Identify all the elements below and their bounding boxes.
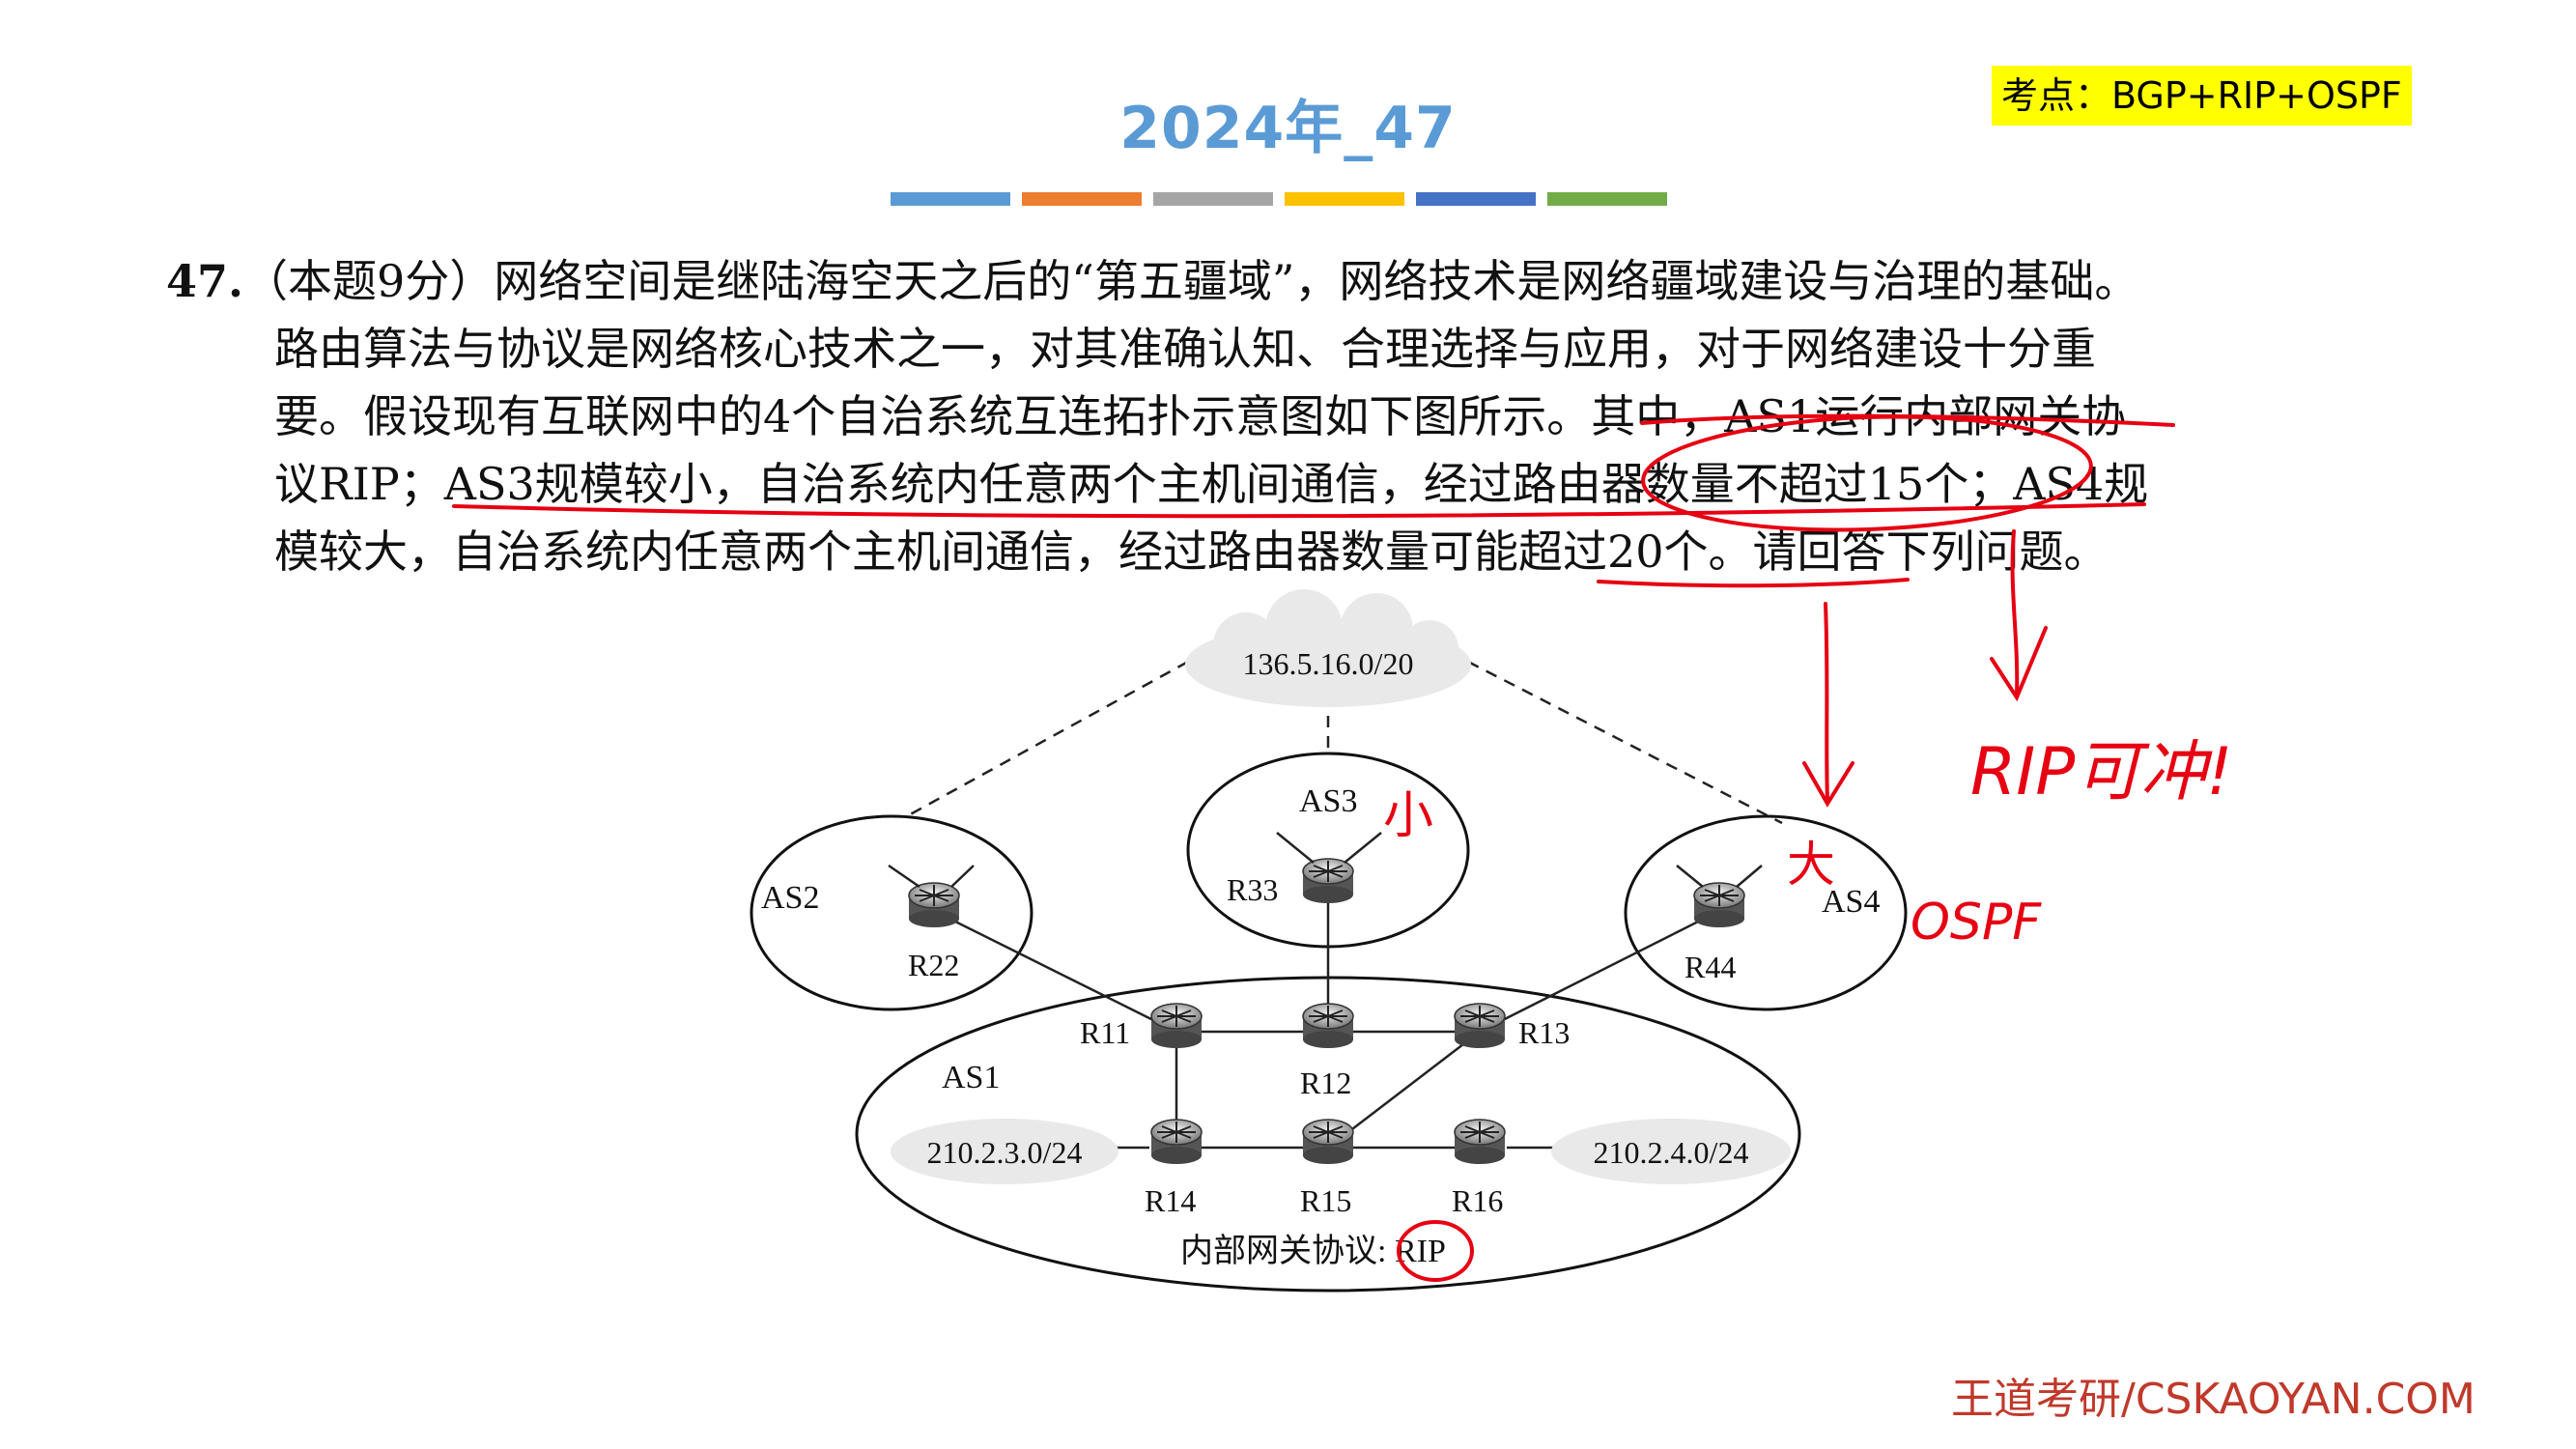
router-label: R15	[1300, 1183, 1351, 1218]
question-number: 47.	[166, 255, 244, 307]
dashed-link	[1467, 660, 1783, 825]
as1-label: AS1	[942, 1060, 1000, 1095]
router-r33	[1302, 858, 1354, 904]
router-label: R14	[1145, 1183, 1196, 1218]
router-label: R13	[1518, 1015, 1570, 1050]
cloud-label: 136.5.16.0/20	[1243, 646, 1414, 681]
igp-value: RIP	[1395, 1234, 1446, 1269]
host-stubs	[888, 832, 1763, 889]
question-line: 路由算法与协议是网络核心技术之一，对其准确认知、合理选择与应用，对于网络建设十分…	[274, 323, 2096, 375]
color-bar-strip	[891, 192, 1667, 206]
color-bar	[1285, 192, 1404, 206]
router-label: R33	[1227, 872, 1278, 907]
as2-label: AS2	[761, 880, 819, 916]
router-r15	[1302, 1119, 1354, 1165]
color-bar	[1547, 192, 1667, 206]
color-bar	[1153, 192, 1273, 206]
page-title: 2024年_47	[1119, 95, 1457, 162]
router-label: R22	[908, 948, 959, 982]
as2-boundary	[750, 814, 1033, 1011]
router-r14	[1150, 1119, 1203, 1165]
network-left: 210.2.3.0/24	[891, 1119, 1118, 1184]
router-r13	[1454, 1003, 1506, 1049]
router-label: R16	[1452, 1183, 1503, 1218]
network-left-label: 210.2.3.0/24	[927, 1135, 1083, 1170]
router-label: R12	[1300, 1065, 1351, 1100]
as3-label: AS3	[1299, 783, 1357, 819]
as4-label: AS4	[1822, 884, 1880, 920]
router-label: R44	[1684, 950, 1736, 984]
network-right-label: 210.2.4.0/24	[1594, 1135, 1749, 1170]
color-bar	[1416, 192, 1536, 206]
link	[1327, 1031, 1481, 1149]
topic-tag: 考点：BGP+RIP+OSPF	[1992, 66, 2412, 126]
link	[1479, 909, 1720, 1034]
igp-caption: 内部网关协议: RIP	[1180, 1233, 1446, 1269]
cloud-network: 136.5.16.0/20	[1185, 589, 1471, 707]
as4-boundary	[1624, 814, 1908, 1011]
network-right: 210.2.4.0/24	[1551, 1119, 1791, 1184]
dashed-link	[904, 660, 1189, 819]
color-bar	[1022, 192, 1142, 206]
link	[933, 909, 1177, 1034]
question-line: 模较大，自治系统内任意两个主机间通信，经过路由器数量可能超过20个。请回答下列问…	[274, 526, 2109, 578]
color-bar	[891, 192, 1010, 206]
router-label: R11	[1080, 1015, 1130, 1050]
footer-brand: 王道考研/CSKAOYAN.COM	[1951, 1375, 2476, 1424]
router-r11	[1150, 1003, 1203, 1049]
router-r44	[1693, 882, 1745, 928]
router-r12	[1302, 1003, 1354, 1049]
router-r22	[908, 882, 960, 928]
question-line: 47.（本题9分）网络空间是继陆海空天之后的“第五疆域”，网络技术是网络疆域建设…	[166, 255, 2139, 307]
router-r16	[1454, 1119, 1506, 1165]
